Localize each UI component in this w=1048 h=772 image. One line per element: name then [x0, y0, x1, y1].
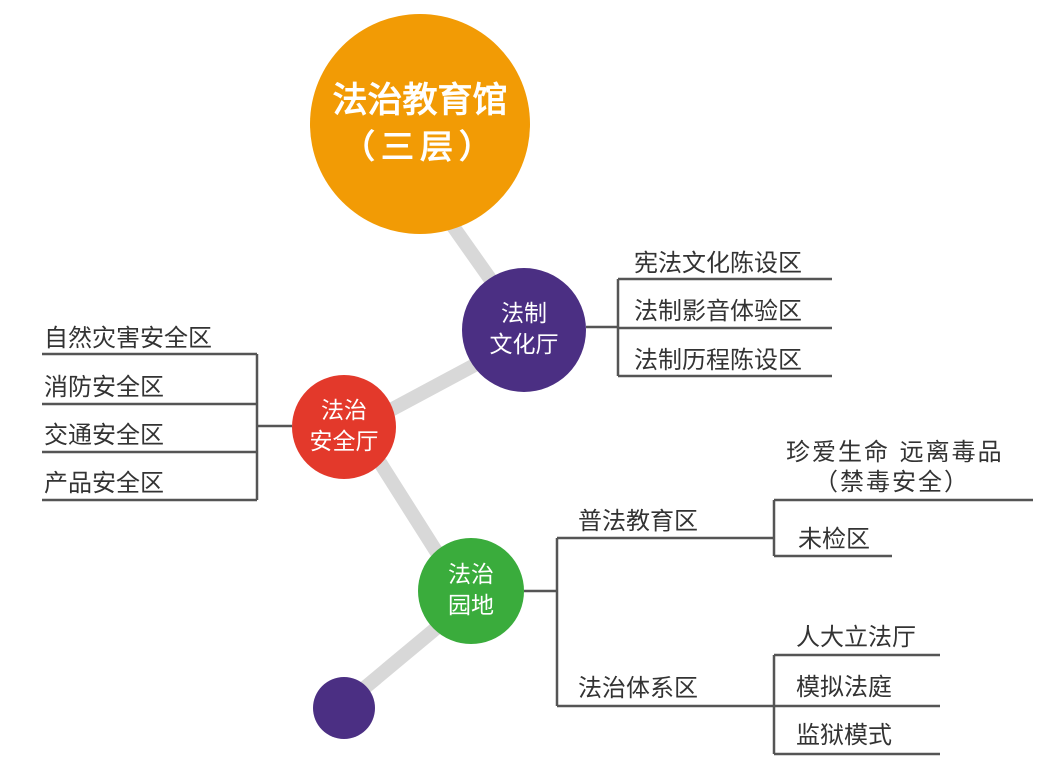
zone-b-sub: 监狱模式 — [796, 721, 892, 749]
zone-a-sub: 未检区 — [798, 525, 870, 553]
zone-a-sub-line2: （禁毒安全） — [814, 468, 970, 496]
root-subtitle: （三层） — [342, 127, 498, 166]
culture-item: 宪法文化陈设区 — [634, 249, 802, 277]
culture-item: 法制影音体验区 — [634, 297, 802, 325]
garden-line2: 园地 — [448, 593, 494, 619]
garden-zone-a: 普法教育区 — [578, 507, 698, 535]
spoke-garden-dot — [349, 618, 447, 702]
safety-hall-line2: 安全厅 — [309, 429, 379, 455]
safety-hall-line1: 法治 — [321, 398, 367, 424]
garden-node: 法治 园地 — [418, 538, 524, 644]
culture-item: 法制历程陈设区 — [634, 346, 802, 374]
culture-hall-line1: 法制 — [501, 301, 547, 327]
zone-a-sub-line1: 珍爱生命 远离毒品 — [786, 438, 1004, 466]
culture-hall-line2: 文化厅 — [489, 332, 559, 358]
root-title: 法治教育馆 — [332, 81, 508, 121]
zone-b-sub: 模拟法庭 — [796, 673, 892, 701]
garden-zone-b: 法治体系区 — [578, 674, 698, 702]
branch-lines — [42, 277, 1033, 756]
culture-hall-node: 法制 文化厅 — [462, 268, 586, 392]
garden-line1: 法治 — [448, 562, 494, 588]
zone-b-sub: 人大立法厅 — [796, 623, 916, 651]
safety-item: 消防安全区 — [44, 373, 164, 401]
safety-item: 产品安全区 — [44, 469, 164, 497]
safety-item: 交通安全区 — [44, 421, 164, 449]
safety-hall-node: 法治 安全厅 — [292, 375, 396, 479]
end-dot — [313, 677, 375, 739]
root-node: 法治教育馆 （三层） — [310, 14, 530, 234]
safety-item: 自然灾害安全区 — [44, 324, 212, 352]
